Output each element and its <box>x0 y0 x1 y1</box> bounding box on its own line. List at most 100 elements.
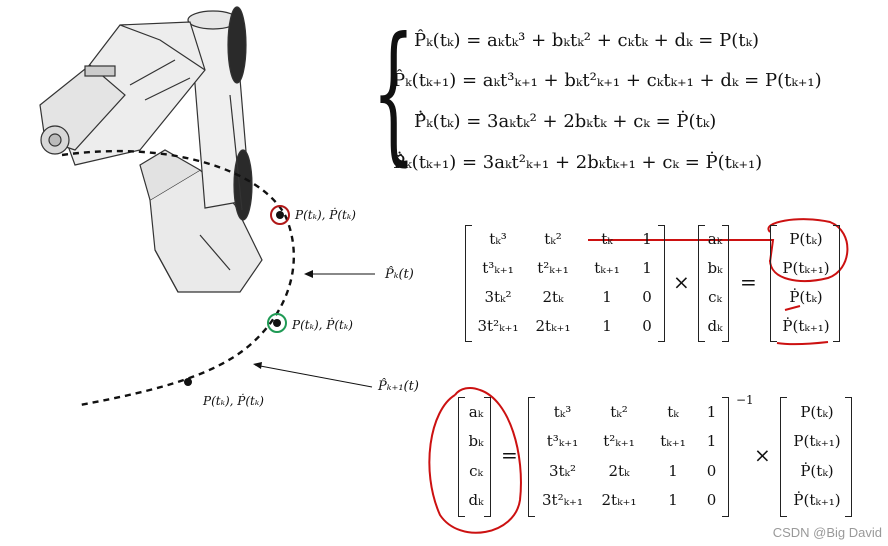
sol-matrix-cell: 1 <box>668 491 678 510</box>
coeff-cell: aₖ <box>707 230 723 249</box>
sol-rhs-bracket-left <box>780 397 787 517</box>
sol-coeff-cell: aₖ <box>468 402 484 421</box>
marker-mid <box>273 319 281 327</box>
matrix-cell: tₖ³ <box>489 230 507 249</box>
matrix-cell: 0 <box>642 287 652 306</box>
rhs-cell: P(tₖ) <box>789 230 823 249</box>
label-curve-k1: P̂ₖ₊₁(t) <box>377 378 419 394</box>
sol-matrix-cell: 0 <box>706 461 717 480</box>
red-mark-rhs3 <box>784 305 801 311</box>
marker-top <box>276 211 284 219</box>
solution-matrix: tₖ³ tₖ² tₖ 1 t³ₖ₊₁ t²ₖ₊₁ tₖ₊₁ 1 3tₖ² 2tₖ 1 0 3t²ₖ₊₁ 2… <box>535 397 725 515</box>
solution-rhs-vector: P(tₖ) P(tₖ₊₁) Ṗ(tₖ) Ṗ(tₖ₊₁) <box>785 397 849 515</box>
red-circle-coeffs <box>428 386 522 534</box>
inverse-exponent: −1 <box>736 393 754 407</box>
equation-3: Ṗ̂ₖ(tₖ) = 3aₖtₖ² + 2bₖtₖ + cₖ = Ṗ(tₖ) <box>414 111 717 132</box>
arrow-head-icon <box>304 270 313 278</box>
coeff-cell: bₖ <box>707 259 723 278</box>
matrix-cell: tₖ <box>601 230 613 249</box>
equation-2: P̂ₖ(tₖ₊₁) = aₖt³ₖ₊₁ + bₖt²ₖ₊₁ + cₖtₖ₊₁ +… <box>393 70 822 91</box>
matrix-cell: 1 <box>602 316 612 335</box>
sol-matrix-bracket-right <box>722 397 729 517</box>
system-brace: { <box>372 6 415 180</box>
coeff-bracket-left <box>698 225 705 342</box>
equals-operator: = <box>740 270 757 294</box>
sol-coeff-cell: bₖ <box>468 432 484 451</box>
coefficient-matrix: tₖ³ tₖ² tₖ 1 t³ₖ₊₁ t²ₖ₊₁ tₖ₊₁ 1 3tₖ² 2tₖ 1 0 3t²ₖ₊₁ 2… <box>472 225 662 340</box>
label-point-mid: P(tₖ), Ṗ(tₖ) <box>291 317 353 332</box>
matrix-cell: 1 <box>602 287 612 306</box>
marker-low <box>184 378 192 386</box>
sol-matrix-cell: 2tₖ <box>608 461 630 480</box>
matrix-cell: 2tₖ <box>542 287 564 306</box>
rhs-cell: P(tₖ₊₁) <box>782 259 830 278</box>
coefficient-vector: aₖ bₖ cₖ dₖ <box>703 225 727 340</box>
solution-coefficient-vector: aₖ bₖ cₖ dₖ <box>463 397 489 515</box>
equation-1: P̂ₖ(tₖ) = aₖtₖ³ + bₖtₖ² + cₖtₖ + dₖ = P(… <box>414 30 760 51</box>
sol-matrix-cell: 3tₖ² <box>548 461 577 480</box>
red-circle-rhs-top <box>767 218 849 282</box>
red-underline-rhs4 <box>776 341 829 346</box>
coeff-cell: dₖ <box>707 316 723 335</box>
sol-matrix-cell: 3t²ₖ₊₁ <box>542 491 583 510</box>
marker-top-ring <box>270 205 290 225</box>
matrix-cell: t²ₖ₊₁ <box>537 259 569 278</box>
coeff-cell: cₖ <box>708 287 722 306</box>
sol-matrix-bracket-left <box>528 397 535 517</box>
sol-matrix-cell: tₖ³ <box>553 402 572 421</box>
sol-coeff-bracket-left <box>458 397 465 517</box>
matrix-bracket-left <box>465 225 472 342</box>
sol-matrix-cell: t³ₖ₊₁ <box>546 432 579 451</box>
sol-coeff-cell: cₖ <box>469 461 483 480</box>
matrix-cell: tₖ² <box>544 230 562 249</box>
sol-rhs-cell: Ṗ(tₖ₊₁) <box>793 491 841 510</box>
sol-matrix-cell: 1 <box>668 461 678 480</box>
arrow-to-curve-k1 <box>254 364 373 388</box>
sol-rhs-cell: P(tₖ₊₁) <box>793 432 841 451</box>
label-point-low: P(tₖ), Ṗ(tₖ) <box>202 393 264 408</box>
matrix-cell: t³ₖ₊₁ <box>482 259 514 278</box>
sol-matrix-cell: 2tₖ₊₁ <box>601 491 637 510</box>
trajectory-curve <box>61 149 296 407</box>
sol-rhs-cell: Ṗ(tₖ) <box>800 461 834 480</box>
sol-matrix-cell: 0 <box>706 491 717 510</box>
sol-matrix-cell: 1 <box>706 432 717 451</box>
red-annotations <box>428 218 849 534</box>
sol-rhs-bracket-right <box>845 397 852 517</box>
watermark: CSDN @Big David <box>772 525 882 540</box>
arrow-head-icon <box>253 362 262 369</box>
matrix-cell: 0 <box>642 316 652 335</box>
sol-matrix-cell: 1 <box>706 402 717 421</box>
matrix-cell: 2tₖ₊₁ <box>535 316 571 335</box>
matrix-bracket-right <box>658 225 665 342</box>
rhs-cell: Ṗ(tₖ) <box>789 287 823 306</box>
sol-matrix-cell: tₖ² <box>610 402 628 421</box>
rhs-cell: Ṗ(tₖ₊₁) <box>782 316 830 335</box>
sol-equals-operator: = <box>501 443 518 467</box>
sol-rhs-cell: P(tₖ) <box>800 402 834 421</box>
equation-4: Ṗ̂ₖ(tₖ₊₁) = 3aₖt²ₖ₊₁ + 2bₖtₖ₊₁ + cₖ = Ṗ(… <box>393 152 763 173</box>
sol-coeff-bracket-right <box>484 397 491 517</box>
rhs-vector: P(tₖ) P(tₖ₊₁) Ṗ(tₖ) Ṗ(tₖ₊₁) <box>775 225 837 340</box>
sol-matrix-cell: t²ₖ₊₁ <box>603 432 635 451</box>
sol-times-operator: × <box>754 443 771 467</box>
rhs-bracket-right <box>833 225 840 342</box>
times-operator: × <box>673 270 690 294</box>
sol-matrix-cell: tₖ₊₁ <box>660 432 686 451</box>
matrix-cell: 1 <box>642 230 652 249</box>
matrix-cell: tₖ₊₁ <box>594 259 620 278</box>
rhs-bracket-left <box>770 225 777 342</box>
robot-arm-drawing <box>39 6 263 293</box>
matrix-cell: 3t²ₖ₊₁ <box>477 316 519 335</box>
marker-mid-ring <box>267 313 287 333</box>
label-point-top: P(tₖ), Ṗ(tₖ) <box>294 207 356 222</box>
sol-matrix-cell: tₖ <box>667 402 679 421</box>
red-underline-row1 <box>588 239 775 263</box>
matrix-cell: 3tₖ² <box>484 287 512 306</box>
matrix-cell: 1 <box>642 259 652 278</box>
sol-coeff-cell: dₖ <box>468 491 484 510</box>
coeff-bracket-right <box>722 225 729 342</box>
label-curve-k: P̂ₖ(t) <box>384 266 414 282</box>
